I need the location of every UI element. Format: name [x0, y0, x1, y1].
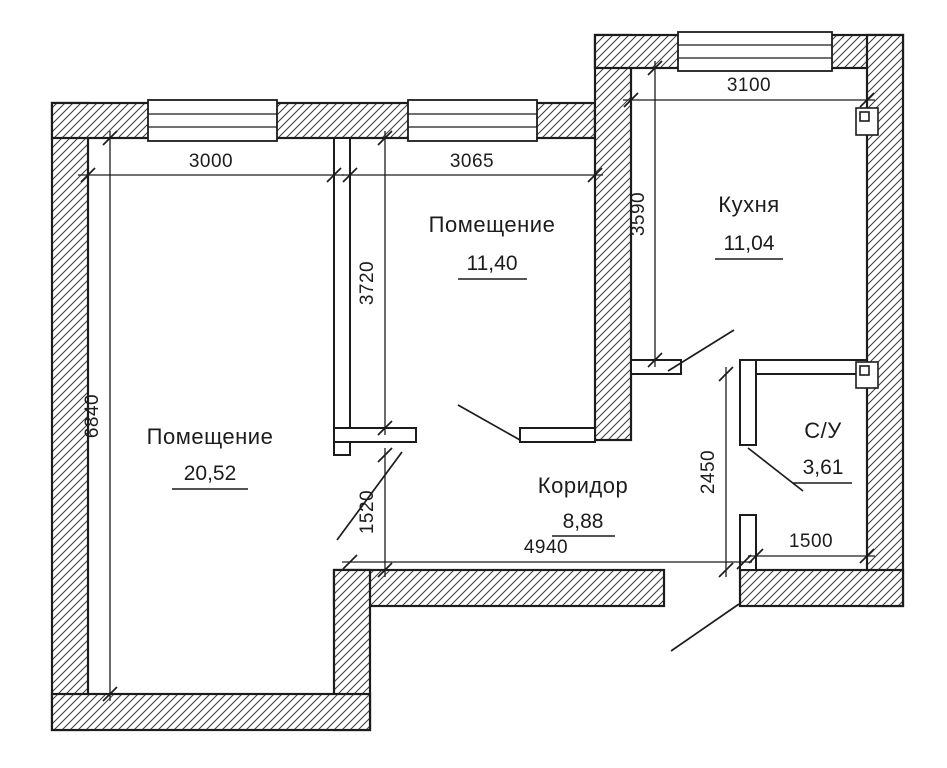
doors: [336, 329, 804, 652]
dimension-label-room1-width: 3000: [189, 151, 233, 172]
wall-kitchen-left: [593, 33, 633, 442]
partition-room1-room2: [333, 137, 351, 456]
dimension-label-corridor-width: 4940: [524, 537, 568, 558]
door-swing-entrance: [670, 603, 740, 652]
door-swing-kitchen: [667, 329, 735, 372]
partition-room2-bottom-right: [519, 427, 596, 443]
duct-symbols: [855, 107, 879, 389]
dimension-label-kitchen-width: 3100: [727, 75, 771, 96]
room-area-bathroom: 3,61: [803, 456, 844, 479]
room-label-kitchen: Кухня 11,04: [715, 192, 783, 260]
dimension-kitchen-height: 3590: [628, 60, 663, 368]
window-room2: [407, 99, 538, 142]
dimension-label-room2-height: 3720: [357, 261, 378, 305]
door-swing-room1: [336, 451, 403, 541]
dimension-label-kitchen-height: 3590: [628, 192, 649, 236]
dimension-kitchen-width: 3100: [623, 75, 875, 108]
room-name-room2: Помещение: [429, 212, 556, 237]
partition-bathroom-top: [739, 359, 868, 375]
outer-wall-bottom-right: [738, 568, 905, 608]
room-label-room1: Помещение 20,52: [147, 424, 274, 490]
room-name-kitchen: Кухня: [718, 192, 779, 217]
partition-bathroom-left-top: [739, 359, 757, 446]
room-area-room2: 11,40: [467, 252, 518, 275]
outer-wall-bottom-left: [50, 692, 372, 732]
room-label-room2: Помещение 11,40: [429, 212, 556, 280]
dimension-corridor-width: 4940: [342, 537, 752, 570]
outer-wall-bottom-middle: [332, 568, 666, 608]
dimension-room1-width: 3000: [78, 151, 344, 183]
dimensions: 3000 3065 3100 4940 1500: [78, 60, 875, 702]
duct-icon-top-right: [855, 107, 879, 136]
door-swing-bathroom: [747, 447, 804, 492]
dimension-room1-opening: 1520: [357, 447, 393, 578]
dimension-bathroom-height: 2450: [698, 366, 734, 578]
dimension-label-bathroom-height: 2450: [698, 450, 719, 494]
room-name-corridor: Коридор: [538, 473, 628, 498]
dimension-room1-height: 6840: [82, 130, 118, 702]
partitions: [333, 137, 868, 571]
room-area-room1: 20,52: [184, 462, 237, 485]
room-name-room1: Помещение: [147, 424, 274, 449]
window-room1: [147, 99, 278, 142]
door-swing-room2: [457, 404, 521, 441]
window-kitchen: [677, 31, 833, 72]
room-label-corridor: Коридор 8,88: [538, 473, 628, 537]
dimension-room2-height: 3720: [357, 130, 393, 436]
dimension-label-room1-height: 6840: [82, 394, 103, 438]
partition-room2-bottom-left: [333, 427, 417, 443]
dimension-label-room1-opening: 1520: [357, 490, 378, 534]
room-name-bathroom: С/У: [804, 418, 842, 443]
room-area-corridor: 8,88: [563, 510, 604, 533]
dimension-label-bathroom-width: 1500: [789, 531, 833, 552]
room-label-bathroom: С/У 3,61: [793, 418, 852, 484]
room-labels: Помещение 20,52 Помещение 11,40 Кухня 11…: [147, 192, 852, 537]
duct-icon-bathroom: [855, 361, 879, 389]
dimension-bathroom-width: 1500: [748, 531, 875, 564]
windows: [147, 31, 833, 142]
room-area-kitchen: 11,04: [724, 232, 775, 255]
dimension-label-room2-width: 3065: [450, 151, 494, 172]
outer-wall-left: [50, 101, 90, 732]
